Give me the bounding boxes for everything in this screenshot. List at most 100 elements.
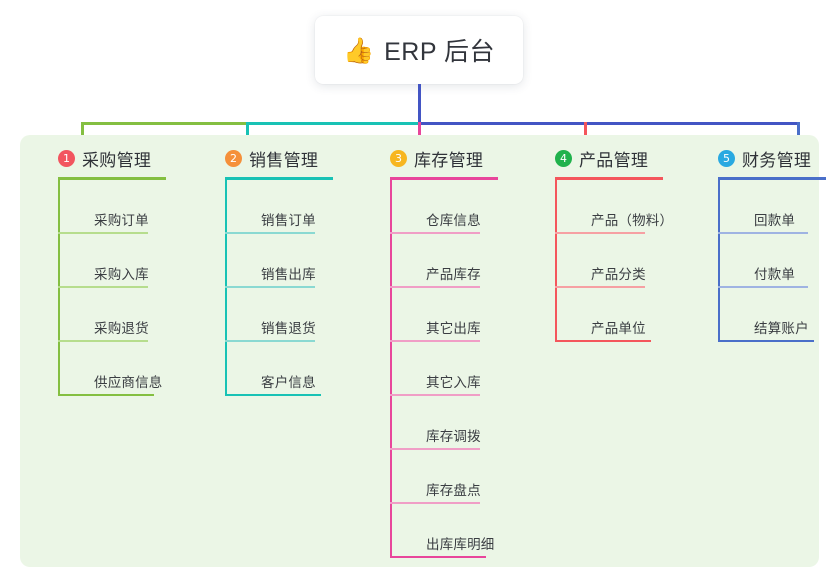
branch-item-label: 其它出库 xyxy=(426,321,481,336)
branch-item-label: 库存调拨 xyxy=(426,429,481,444)
branch-column-2: 2 销售管理销售订单销售出库销售退货客户信息 xyxy=(207,146,333,396)
branch-item-label: 其它入库 xyxy=(426,375,481,390)
bus-segment xyxy=(81,122,248,125)
branch-item-label: 销售出库 xyxy=(261,267,316,282)
branch-number-badge: 1 xyxy=(58,149,75,167)
branch-items: 产品（物料） 产品分类产品单位 xyxy=(537,180,673,342)
branch-drop-line xyxy=(584,122,587,146)
branch-item-rule xyxy=(555,232,645,234)
branch-item-label: 采购订单 xyxy=(94,213,149,228)
branch-item-label: 采购退货 xyxy=(94,321,149,336)
branch-item-rule xyxy=(390,502,480,504)
branch-item-label: 结算账户 xyxy=(754,321,809,336)
branch-title: 销售管理 xyxy=(249,150,319,170)
branch-item-rule xyxy=(225,394,321,396)
branch-header[interactable]: 1 采购管理 xyxy=(40,146,166,170)
branch-item-label: 采购入库 xyxy=(94,267,149,282)
branch-item[interactable]: 销售出库 xyxy=(225,234,333,288)
branch-item-label: 产品单位 xyxy=(591,321,646,336)
branch-item[interactable]: 客户信息 xyxy=(225,342,333,396)
branch-number-badge: 3 xyxy=(390,149,407,167)
branch-item[interactable]: 供应商信息 xyxy=(58,342,166,396)
branch-column-1: 1 采购管理采购订单采购入库采购退货供应商信息 xyxy=(40,146,166,396)
content-panel xyxy=(20,135,819,567)
branch-spine xyxy=(58,180,60,396)
branch-spine xyxy=(225,180,227,396)
branch-item-rule xyxy=(225,340,315,342)
branch-item[interactable]: 回款单 xyxy=(718,180,826,234)
branch-drop-line xyxy=(418,122,421,146)
branch-item[interactable]: 采购入库 xyxy=(58,234,166,288)
branch-header[interactable]: 4 产品管理 xyxy=(537,146,673,170)
branch-title: 库存管理 xyxy=(414,150,484,170)
branch-items: 仓库信息产品库存其它出库其它入库库存调拨库存盘点出库库明细 xyxy=(372,180,498,558)
branch-header-rule xyxy=(555,177,663,180)
branch-item[interactable]: 仓库信息 xyxy=(390,180,498,234)
branch-item[interactable]: 其它入库 xyxy=(390,342,498,396)
branch-number-badge: 5 xyxy=(718,149,735,167)
branch-item-label: 产品库存 xyxy=(426,267,481,282)
root-title-card[interactable]: 👍 ERP 后台 xyxy=(315,16,523,84)
branch-item-rule xyxy=(390,232,480,234)
branch-title: 财务管理 xyxy=(742,150,812,170)
branch-item[interactable]: 产品分类 xyxy=(555,234,673,288)
page-title: ERP 后台 xyxy=(384,38,496,66)
branch-item[interactable]: 产品（物料） xyxy=(555,180,673,234)
branch-title: 采购管理 xyxy=(82,150,152,170)
branch-items: 回款单付款单结算账户 xyxy=(700,180,826,342)
trunk-connector xyxy=(418,84,421,124)
branch-item-label: 供应商信息 xyxy=(94,375,163,390)
branch-items: 销售订单销售出库销售退货客户信息 xyxy=(207,180,333,396)
branch-number-badge: 4 xyxy=(555,149,572,167)
branch-item-rule xyxy=(225,286,315,288)
branch-header[interactable]: 5 财务管理 xyxy=(700,146,826,170)
branch-item[interactable]: 付款单 xyxy=(718,234,826,288)
branch-item-label: 销售订单 xyxy=(261,213,316,228)
branch-item-rule xyxy=(555,340,651,342)
branch-item-label: 回款单 xyxy=(754,213,796,228)
bus-segment xyxy=(419,122,800,125)
branch-item[interactable]: 其它出库 xyxy=(390,288,498,342)
branch-item-rule xyxy=(58,232,148,234)
branch-header-rule xyxy=(225,177,333,180)
thumbs-up-icon: 👍 xyxy=(342,36,375,65)
branch-item[interactable]: 销售订单 xyxy=(225,180,333,234)
branch-spine xyxy=(390,180,392,558)
branch-item-label: 仓库信息 xyxy=(426,213,481,228)
branch-item-rule xyxy=(390,448,480,450)
branch-title: 产品管理 xyxy=(579,150,649,170)
branch-header[interactable]: 2 销售管理 xyxy=(207,146,333,170)
branch-item-rule xyxy=(718,232,808,234)
branch-item[interactable]: 结算账户 xyxy=(718,288,826,342)
branch-item[interactable]: 采购订单 xyxy=(58,180,166,234)
branch-item-label: 客户信息 xyxy=(261,375,316,390)
branch-item[interactable]: 出库库明细 xyxy=(390,504,498,558)
branch-column-4: 4 产品管理产品（物料） 产品分类产品单位 xyxy=(537,146,673,342)
branch-item-rule xyxy=(58,286,148,288)
branch-item[interactable]: 采购退货 xyxy=(58,288,166,342)
branch-spine xyxy=(718,180,720,342)
branch-item-rule xyxy=(390,340,480,342)
branch-header[interactable]: 3 库存管理 xyxy=(372,146,498,170)
branch-item[interactable]: 产品库存 xyxy=(390,234,498,288)
branch-item-label: 产品分类 xyxy=(591,267,646,282)
branch-item-label: 出库库明细 xyxy=(426,537,495,552)
branch-column-3: 3 库存管理仓库信息产品库存其它出库其它入库库存调拨库存盘点出库库明细 xyxy=(372,146,498,558)
branch-item-label: 库存盘点 xyxy=(426,483,481,498)
branch-item[interactable]: 库存盘点 xyxy=(390,450,498,504)
branch-number-badge: 2 xyxy=(225,149,242,167)
branch-items: 采购订单采购入库采购退货供应商信息 xyxy=(40,180,166,396)
branch-item[interactable]: 库存调拨 xyxy=(390,396,498,450)
branch-item-label: 产品（物料） xyxy=(591,213,674,228)
branch-item-rule xyxy=(718,286,808,288)
branch-item-rule xyxy=(390,286,480,288)
branch-header-rule xyxy=(718,177,826,180)
branch-item-label: 付款单 xyxy=(754,267,796,282)
branch-column-5: 5 财务管理回款单付款单结算账户 xyxy=(700,146,826,342)
branch-item[interactable]: 产品单位 xyxy=(555,288,673,342)
branch-item[interactable]: 销售退货 xyxy=(225,288,333,342)
branch-item-rule xyxy=(718,340,814,342)
branch-drop-line xyxy=(81,122,84,146)
branch-item-rule xyxy=(225,232,315,234)
